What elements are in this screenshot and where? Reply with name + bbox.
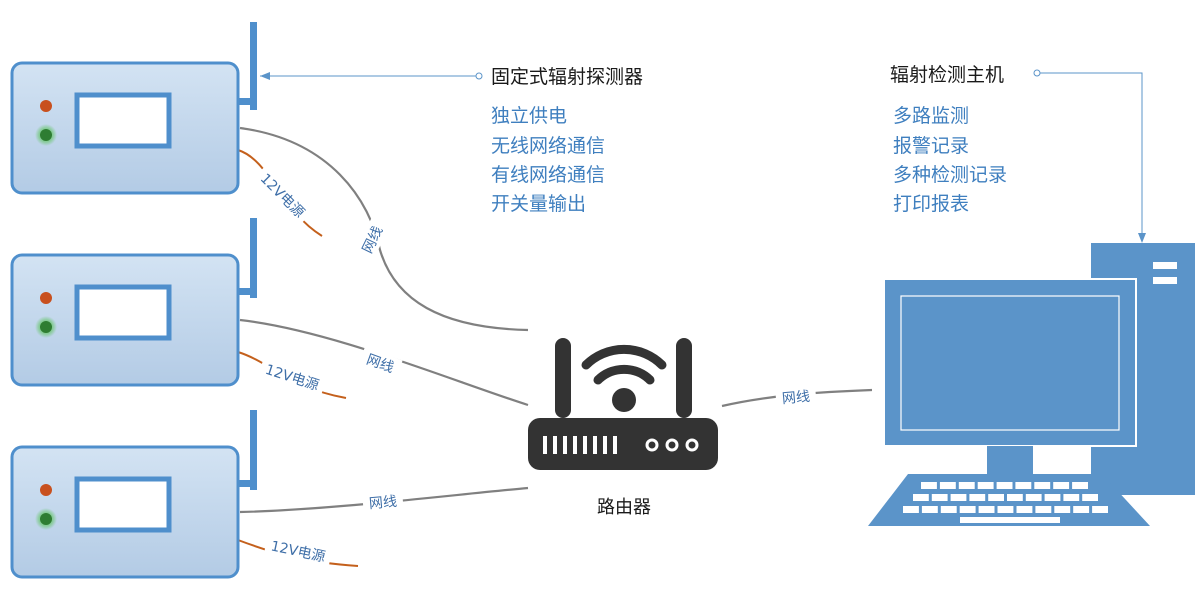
detector-feature-4: 开关量输出 (491, 193, 586, 215)
keyboard-key (997, 506, 1014, 513)
keyboard-key (958, 482, 975, 489)
ethernet-cable-1 (239, 126, 529, 332)
keyboard-key (950, 494, 967, 501)
led-orange-icon (40, 292, 52, 304)
detector-3 (10, 410, 257, 579)
keyboard-key (977, 482, 994, 489)
detector-feature-1: 独立供电 (491, 105, 567, 127)
host-feature-4: 打印报表 (893, 193, 969, 215)
callout-lines (260, 69, 1146, 243)
keyboard-key (1082, 494, 1098, 501)
keyboard-key (921, 506, 938, 513)
led-green-icon (40, 321, 52, 333)
keyboard-key (969, 494, 986, 501)
antenna-icon (250, 22, 257, 110)
network-label-3: 网线 (368, 494, 397, 512)
keyboard-key (903, 506, 919, 513)
keyboard-key (921, 482, 937, 489)
detector-feature-3: 有线网络通信 (491, 164, 605, 186)
antenna-icon (250, 410, 257, 490)
host-feature-1: 多路监测 (893, 105, 969, 127)
keyboard-key (988, 494, 1004, 501)
router-label: 路由器 (597, 497, 651, 518)
detector-feature-2: 无线网络通信 (491, 135, 605, 157)
network-label-host: 网线 (781, 389, 810, 407)
host-feature-3: 多种检测记录 (893, 164, 1007, 186)
keyboard-key (1034, 482, 1051, 489)
antenna-icon (250, 218, 257, 298)
keyboard-key (931, 494, 948, 501)
detector-title: 固定式辐射探测器 (491, 66, 643, 88)
keyboard-key (1073, 506, 1090, 513)
keyboard-key (1054, 506, 1071, 513)
detector-2 (10, 218, 257, 387)
host-title: 辐射检测主机 (890, 64, 1004, 86)
keyboard-key (959, 506, 976, 513)
led-green-icon (40, 129, 52, 141)
keyboard-key (1063, 494, 1080, 501)
keyboard-key (1015, 482, 1032, 489)
keyboard-key (1025, 494, 1042, 501)
router-icon (528, 338, 718, 470)
led-orange-icon (40, 484, 52, 496)
keyboard-key (1044, 494, 1061, 501)
led-orange-icon (40, 100, 52, 112)
keyboard-key (913, 494, 929, 501)
detector-screen (74, 284, 172, 341)
keyboard-key (1053, 482, 1070, 489)
keyboard-key (978, 506, 995, 513)
host-feature-2: 报警记录 (893, 135, 969, 157)
power-label-1: 12V电源 (257, 171, 307, 221)
keyboard-key (1072, 482, 1088, 489)
keyboard-key (1092, 506, 1108, 513)
computer-icon (868, 243, 1195, 526)
detector-screen (74, 476, 172, 533)
keyboard-key (1016, 506, 1033, 513)
keyboard-spacebar (960, 517, 1060, 523)
keyboard-key (940, 506, 957, 513)
detector-1 (10, 22, 257, 195)
keyboard-key (1007, 494, 1023, 501)
keyboard-key (996, 482, 1013, 489)
led-green-icon (40, 513, 52, 525)
keyboard-key (1035, 506, 1052, 513)
detector-screen (74, 92, 172, 149)
keyboard-key (939, 482, 956, 489)
